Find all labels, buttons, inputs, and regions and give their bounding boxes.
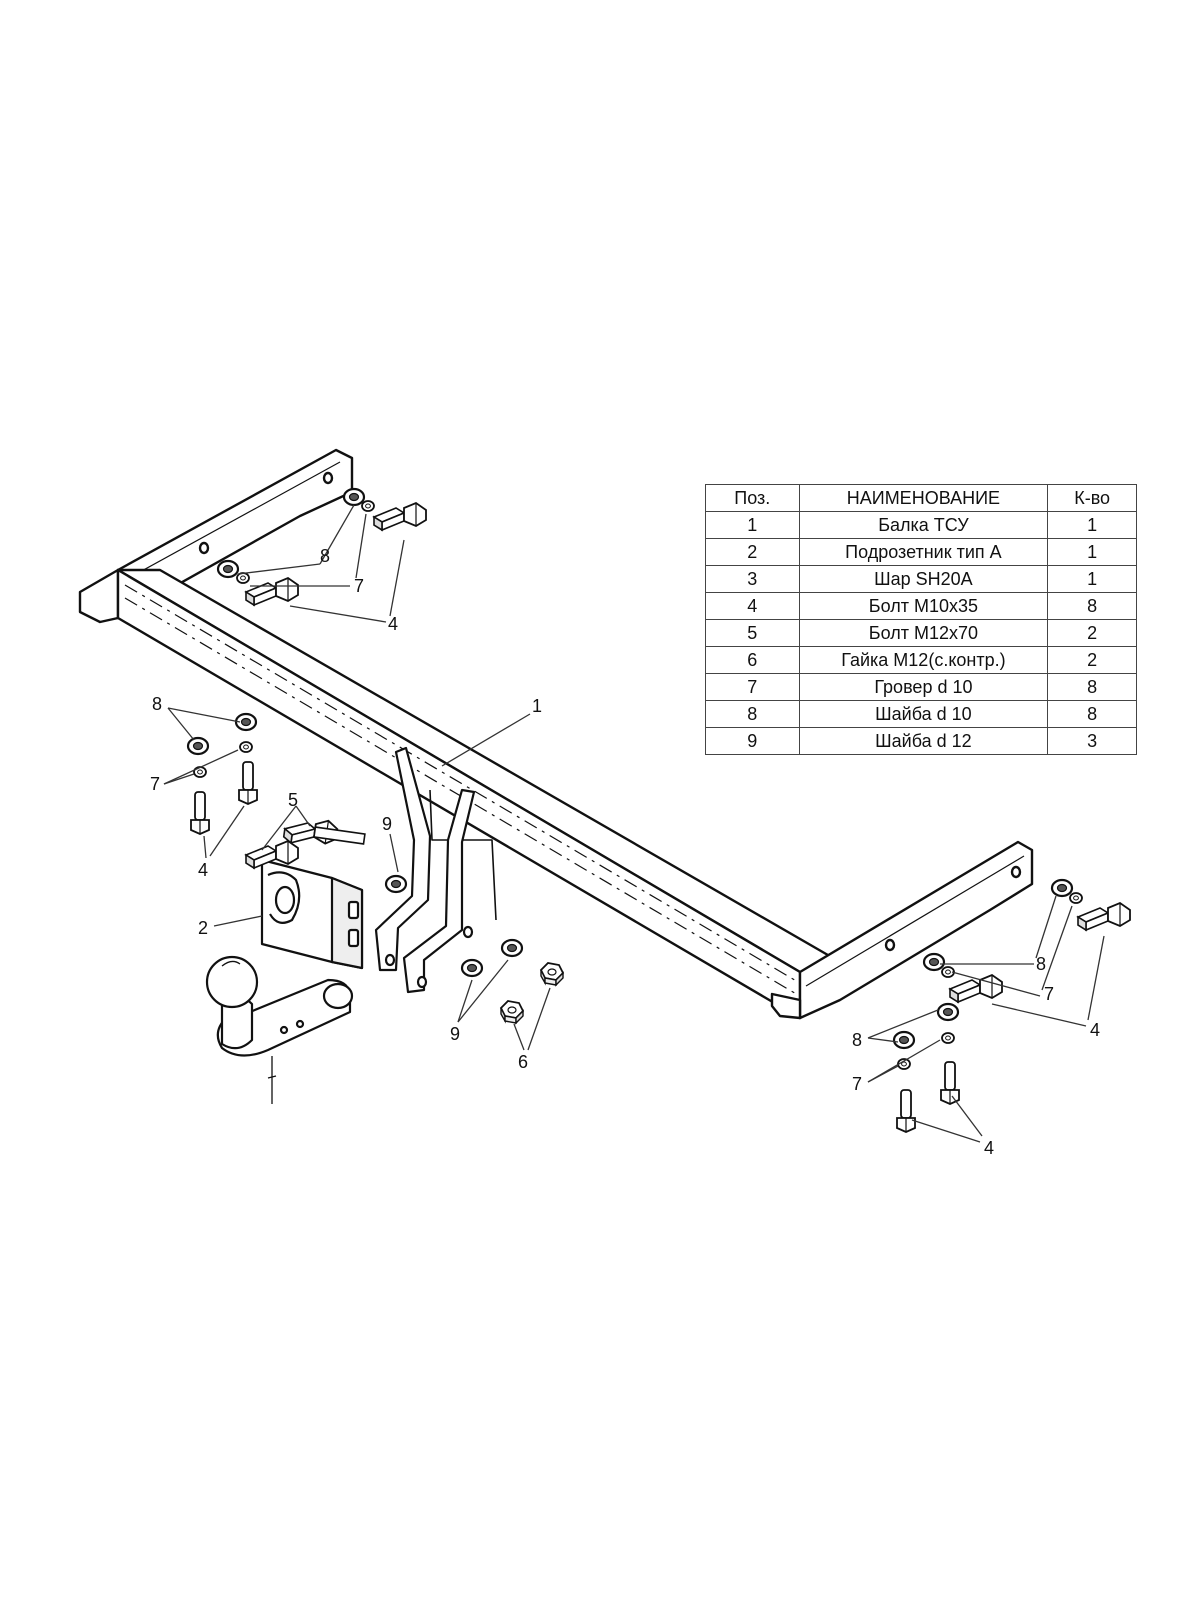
fasteners xyxy=(186,487,1131,1133)
cell-pos: 6 xyxy=(705,646,800,674)
cell-pos: 4 xyxy=(705,592,800,620)
cell-name: Шар SH20A xyxy=(798,565,1049,593)
callout-7: 7 xyxy=(150,774,160,794)
cell-pos: 1 xyxy=(705,511,800,539)
cell-qty: 8 xyxy=(1047,592,1137,620)
cell-qty: 1 xyxy=(1047,511,1137,539)
header-pos: Поз. xyxy=(705,484,800,512)
tow-ball-part-3 xyxy=(205,955,354,1104)
callout-8: 8 xyxy=(1036,954,1046,974)
cell-name: Гровер d 10 xyxy=(798,673,1049,701)
cell-qty: 1 xyxy=(1047,565,1137,593)
callout-7: 7 xyxy=(1044,984,1054,1004)
ball-mount-plates xyxy=(374,746,476,994)
callout-4: 4 xyxy=(198,860,208,880)
callout-9: 9 xyxy=(450,1024,460,1044)
cell-qty: 3 xyxy=(1047,727,1137,755)
callout-4: 4 xyxy=(1090,1020,1100,1040)
cell-name: Балка ТСУ xyxy=(798,511,1049,539)
cell-name: Болт М12х70 xyxy=(798,619,1049,647)
cell-name: Шайба d 12 xyxy=(798,727,1049,755)
cell-pos: 8 xyxy=(705,700,800,728)
callout-7: 7 xyxy=(354,576,364,596)
callout-5: 5 xyxy=(288,790,298,810)
cell-name: Болт М10х35 xyxy=(798,592,1049,620)
callout-2: 2 xyxy=(198,918,208,938)
beam-part-1 xyxy=(78,448,1034,1020)
cell-name: Шайба d 10 xyxy=(798,700,1049,728)
callout-7: 7 xyxy=(852,1074,862,1094)
cell-name: Подрозетник тип А xyxy=(798,538,1049,566)
cell-name: Гайка М12(с.контр.) xyxy=(798,646,1049,674)
header-name: НАИМЕНОВАНИЕ xyxy=(798,484,1049,512)
leader-lines xyxy=(163,504,1105,1143)
cell-qty: 1 xyxy=(1047,538,1137,566)
header-qty: К-во xyxy=(1047,484,1137,512)
cell-pos: 5 xyxy=(705,619,800,647)
callout-1: 1 xyxy=(532,696,542,716)
callout-6: 6 xyxy=(518,1052,528,1072)
callout-8: 8 xyxy=(852,1030,862,1050)
cell-qty: 2 xyxy=(1047,646,1137,674)
cell-qty: 8 xyxy=(1047,673,1137,701)
socket-bracket-part-2 xyxy=(260,858,364,970)
callout-8: 8 xyxy=(320,546,330,566)
callout-8: 8 xyxy=(152,694,162,714)
cell-qty: 8 xyxy=(1047,700,1137,728)
callout-4: 4 xyxy=(984,1138,994,1158)
cell-pos: 2 xyxy=(705,538,800,566)
callout-9: 9 xyxy=(382,814,392,834)
callout-4: 4 xyxy=(388,614,398,634)
cell-pos: 3 xyxy=(705,565,800,593)
cell-qty: 2 xyxy=(1047,619,1137,647)
parts-table-header: Поз. НАИМЕНОВАНИЕ К-во xyxy=(705,484,1137,512)
cell-pos: 7 xyxy=(705,673,800,701)
callout-labels: 1 2 8 7 4 8 7 4 5 9 9 6 8 7 4 8 7 4 xyxy=(150,546,1100,1158)
cell-pos: 9 xyxy=(705,727,800,755)
